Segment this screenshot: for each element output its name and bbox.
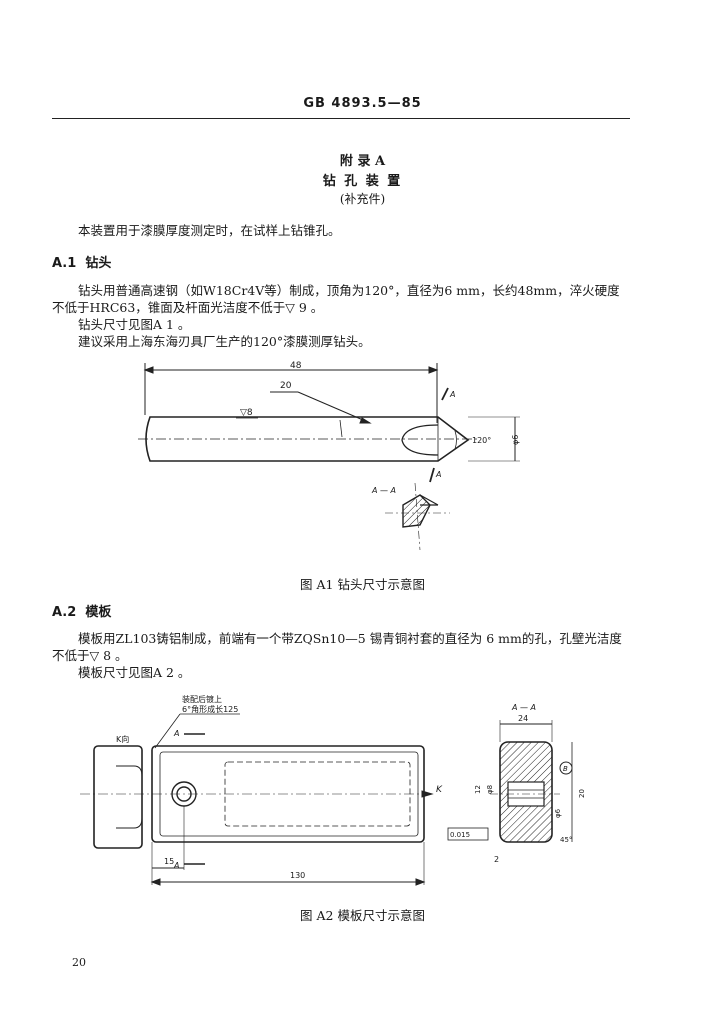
a2-dim-d6-label: φ6 <box>554 808 562 818</box>
standard-number: GB 4893.5—85 <box>303 96 422 111</box>
a1-finish-label: ▽8 <box>240 408 253 418</box>
section-a2-number: A.2 <box>52 605 77 620</box>
a2-k-mark: K <box>436 785 443 795</box>
section-mark-bottom <box>429 467 435 483</box>
a2-tolerance-label: 0.015 <box>450 831 470 839</box>
a1-section-title: A — A <box>371 486 396 495</box>
a2-note-line2: 6°角形成长125 <box>182 704 238 714</box>
a2-para1-line2: 不低于▽ 8 。 <box>52 648 128 663</box>
section-a2-title: 模板 <box>85 605 112 620</box>
k-view-outline <box>93 745 143 849</box>
figure-a1-caption: 图 A1 钻头尺寸示意图 <box>300 577 425 592</box>
a1-section-mark-a-bottom: A <box>435 470 441 479</box>
a2-dim-24-label: 24 <box>518 714 528 723</box>
a1-dia-label: φ6 <box>511 435 520 445</box>
a2-note-line1: 装配后镀上 <box>182 694 222 704</box>
appendix-note: (补充件) <box>339 192 386 206</box>
section-a1-heading: A.1 钻头 <box>52 252 111 271</box>
a2-para2: 模板尺寸见图A 2 。 <box>78 665 191 680</box>
drill-flute <box>401 424 439 456</box>
figure-a2-caption: 图 A2 模板尺寸示意图 <box>300 908 425 923</box>
a2-section-title: A — A <box>511 703 536 712</box>
a2-dim-d8-label: φ8 <box>486 785 494 794</box>
section-a1-number: A.1 <box>52 256 77 271</box>
a1-para2: 钻头尺寸见图A 1 。 <box>78 317 191 332</box>
a1-para3: 建议采用上海东海刃具厂生产的120°漆膜测厚钻头。 <box>78 334 371 349</box>
page-number: 20 <box>72 956 86 969</box>
a1-angle-label: 120° <box>472 436 491 445</box>
a1-dim-48-label: 48 <box>290 361 302 371</box>
drill-body-outline <box>145 416 470 462</box>
section-a2-heading: A.2 模板 <box>52 601 111 620</box>
a1-para1-line1: 钻头用普通高速钢（如W18Cr4V等）制成，顶角为120°，直径为6 mm，长约… <box>78 283 620 298</box>
a2-dim-15-label: 15 <box>164 857 174 866</box>
a2-dim-20-label: 20 <box>578 789 586 798</box>
a2-para1-line1: 模板用ZL103铸铝制成，前端有一个带ZQSn10—5 锡青铜衬套的直径为 6 … <box>78 631 622 646</box>
intro-text: 本装置用于漆膜厚度测定时，在试样上钻锥孔。 <box>78 223 341 238</box>
tolerance-frame <box>447 827 489 841</box>
a1-para1-line2: 不低于HRC63，锥面及杆面光洁度不低于▽ 9 。 <box>52 300 324 315</box>
appendix-label: 附 录 A <box>339 154 386 169</box>
datum-b-marker <box>559 761 573 775</box>
figure-a1-drill-drawing: 48 20 ▽8 120° φ6 A A A — A <box>138 361 520 551</box>
a2-datum-label: B <box>563 765 568 773</box>
section-a1-title: 钻头 <box>85 256 112 271</box>
a2-angle-label: 45° <box>560 836 572 844</box>
a2-a-mark-top: A <box>173 729 179 738</box>
a2-dim-130-label: 130 <box>290 871 305 880</box>
section-aa-shape <box>402 494 431 528</box>
a1-dim-20-label: 20 <box>280 381 292 391</box>
a1-section-mark-a-top: A <box>449 390 455 399</box>
a2-dim-2-label: 2 <box>494 855 499 864</box>
header-rule <box>52 118 630 119</box>
appendix-title: 钻 孔 装 置 <box>322 174 403 189</box>
figure-a2-template-drawing: 装配后镀上 6°角形成长125 K向 K A A 15 130 A — A 24… <box>80 694 586 886</box>
a2-dim-12-label: 12 <box>474 785 482 794</box>
section-mark-top <box>441 387 449 401</box>
a2-a-mark-bottom: A <box>173 861 179 870</box>
a2-k-view-label: K向 <box>116 734 129 744</box>
